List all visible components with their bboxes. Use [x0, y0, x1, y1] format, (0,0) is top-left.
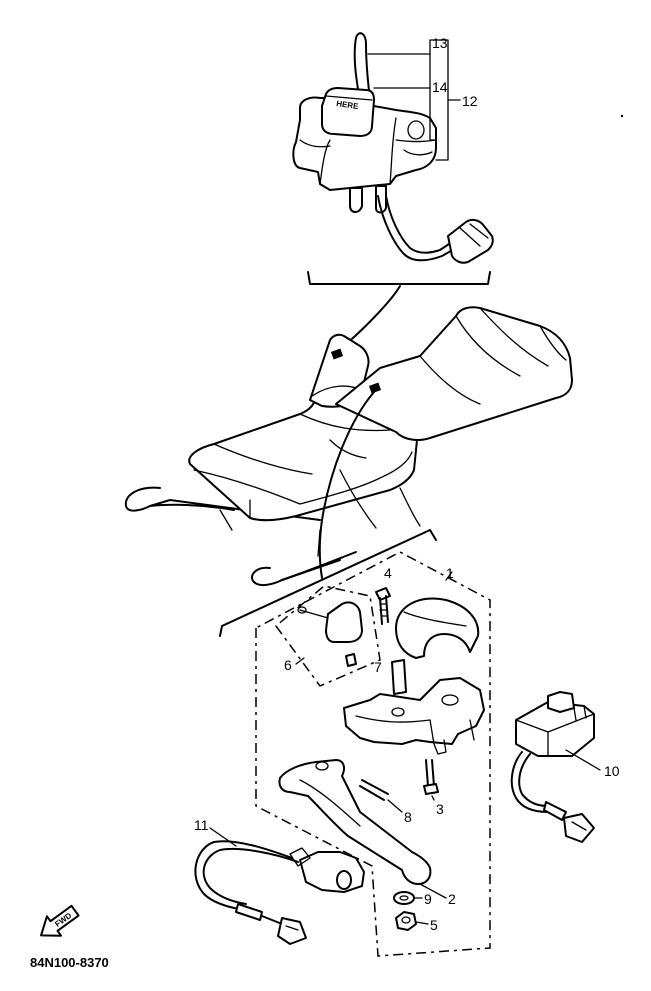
nut-5 — [395, 911, 417, 931]
callout-7: 7 — [374, 659, 382, 675]
location-leader-bottom — [318, 391, 375, 579]
snowmobile-illustration — [124, 306, 573, 587]
lever-stopper — [325, 601, 363, 643]
drawing-code: 84N100-8370 — [30, 955, 109, 970]
callout-2: 2 — [448, 891, 456, 907]
relay-10 — [510, 691, 595, 843]
callout-leaders-top — [367, 39, 461, 161]
callout-8: 8 — [404, 809, 412, 825]
brake-switch-11 — [194, 840, 365, 945]
callout-14: 14 — [432, 79, 448, 95]
bolt-4 — [375, 587, 391, 625]
assembly-6-outline — [274, 585, 381, 687]
callout-4: 4 — [384, 565, 392, 581]
callout-6: 6 — [284, 657, 292, 673]
section-bracket-top — [307, 271, 491, 285]
callout-10: 10 — [604, 763, 620, 779]
lever-bracket — [343, 677, 485, 745]
section-bracket-bottom — [219, 529, 437, 637]
housing-cover — [395, 597, 480, 659]
washer-9 — [393, 891, 415, 905]
callout-11: 11 — [194, 817, 209, 833]
forward-arrow-icon: FWD — [40, 904, 80, 937]
stray-dot — [620, 114, 624, 118]
callout-9: 9 — [424, 891, 432, 907]
switch-label: HERE — [336, 99, 360, 111]
callout-1: 1 — [446, 565, 454, 581]
assembly-1-outline — [255, 551, 491, 957]
callout-3: 3 — [436, 801, 444, 817]
callout-13: 13 — [432, 35, 448, 51]
throttle-housing-assembly: HERE — [292, 32, 494, 264]
callout-12: 12 — [462, 93, 478, 109]
callout-5: 5 — [430, 917, 438, 933]
bolt-3 — [423, 759, 439, 795]
collar-7 — [391, 659, 407, 695]
